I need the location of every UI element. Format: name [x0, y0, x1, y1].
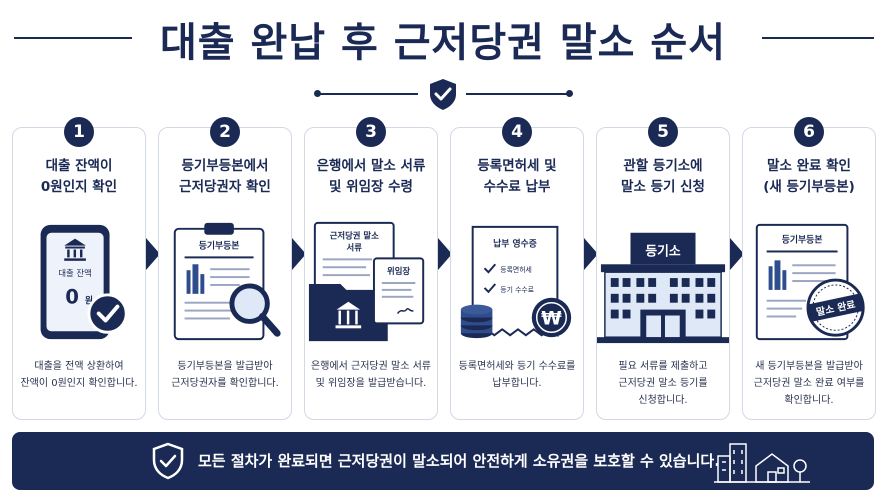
- step-title-line: 대출 잔액이: [45, 158, 113, 174]
- step-number: 6: [794, 117, 824, 147]
- divider-right: [466, 93, 568, 95]
- step-desc-line: 신청합니다.: [638, 395, 688, 406]
- balance-value: 0: [65, 286, 79, 309]
- step-number: 5: [648, 117, 678, 147]
- stamp-icon: 말소 완료: [806, 278, 865, 337]
- step-title-line: 말소 등기 신청: [621, 179, 705, 195]
- step-description: 새 등기부등본을 발급받아 근저당권 말소 완료 여부를 확인합니다.: [743, 358, 875, 409]
- step-title-line: 관할 등기소에: [623, 158, 703, 174]
- step-number: 1: [64, 117, 94, 147]
- step-card-2: 2 등기부등본에서 근저당권자 확인 등기부등본 등기부등본을 발급받아 근저당…: [158, 117, 292, 420]
- check-badge-icon: [87, 293, 128, 334]
- step-title: 관할 등기소에 말소 등기 신청: [597, 156, 729, 198]
- step-title-line: 은행에서 말소 서류: [316, 158, 426, 174]
- arrow-right-icon: [292, 238, 306, 270]
- step-desc-line: 근저당권 말소 완료 여부를: [753, 378, 865, 389]
- step-card-3: 3 은행에서 말소 서류 및 위임장 수령 근저당권 말소 서류 위임장: [304, 117, 438, 420]
- shield-check-icon: [152, 442, 184, 480]
- attorney-label: 위임장: [387, 266, 410, 276]
- page-title: 대출 완납 후 근저당권 말소 순서: [159, 20, 727, 66]
- balance-unit: 원: [85, 295, 93, 307]
- phone-balance-illustration: 대출 잔액 0 원: [40, 224, 128, 340]
- magnifier-icon: [229, 283, 281, 337]
- step-title-line: 말소 완료 확인: [767, 158, 851, 174]
- step-title-line: 근저당권자 확인: [179, 179, 271, 195]
- divider-left: [318, 93, 418, 95]
- folder-icon: [308, 283, 388, 342]
- step-card-5: 5 관할 등기소에 말소 등기 신청 등기소: [596, 117, 730, 420]
- step-desc-line: 대출을 전액 상환하여: [34, 361, 124, 372]
- city-house-icon: [714, 443, 810, 483]
- footer-message: 모든 절차가 완료되면 근저당권이 말소되어 안전하게 소유권을 보호할 수 있…: [198, 452, 720, 470]
- step-number: 4: [502, 117, 532, 147]
- receipt-item-1: 등록면허세: [500, 265, 532, 274]
- step-desc-line: 등기부등본을 발급받아: [177, 361, 273, 372]
- step-title: 등기부등본에서 근저당권자 확인: [159, 156, 291, 198]
- step-desc-line: 잔액이 0원인지 확인합니다.: [20, 378, 138, 389]
- new-registry-label: 등기부등본: [782, 234, 823, 246]
- title-row: 대출 완납 후 근저당권 말소 순서: [0, 0, 886, 80]
- balance-label: 대출 잔액: [58, 268, 91, 278]
- step-title-line: 등기부등본에서: [181, 158, 269, 174]
- bank-documents-illustration: 근저당권 말소 서류 위임장: [308, 221, 425, 342]
- step-card-1: 1 대출 잔액이 0원인지 확인 대출 잔액 0 원 대출을 전액 상환하여 잔…: [12, 117, 146, 420]
- step-number: 2: [210, 117, 240, 147]
- step-desc-line: 필요 서류를 제출하고: [618, 361, 708, 372]
- arrow-right-icon: [146, 238, 160, 270]
- title-rule-left: [14, 37, 132, 39]
- divider-dot-right: [566, 90, 573, 97]
- svg-text:₩: ₩: [541, 308, 562, 329]
- step-description: 등록면허세와 등기 수수료를 납부합니다.: [451, 358, 583, 392]
- step-description: 등기부등본을 발급받아 근저당권자를 확인합니다.: [159, 358, 291, 392]
- step-desc-line: 근저당권 말소 등기를: [618, 378, 708, 389]
- doc-title-line2: 서류: [347, 242, 363, 252]
- coins-icon: [460, 304, 493, 339]
- step-desc-line: 새 등기부등본을 발급받아: [755, 361, 863, 372]
- title-rule-right: [762, 37, 874, 39]
- registry-sign: 등기소: [645, 244, 681, 259]
- tax-receipt-illustration: 납부 영수증 등록면허세 등기 수수료 ₩: [460, 225, 572, 339]
- bank-icon: [64, 238, 86, 261]
- step-description: 대출을 전액 상환하여 잔액이 0원인지 확인합니다.: [13, 358, 145, 392]
- footer-banner: 모든 절차가 완료되면 근저당권이 말소되어 안전하게 소유권을 보호할 수 있…: [12, 432, 874, 490]
- step-desc-line: 및 위임장을 발급받습니다.: [315, 378, 427, 389]
- receipt-title: 납부 영수증: [493, 238, 537, 250]
- won-coin-icon: ₩: [531, 297, 572, 338]
- step-number: 3: [356, 117, 386, 147]
- step-card-4: 4 등록면허세 및 수수료 납부 납부 영수증 등록면허세 등기 수수료 ₩: [450, 117, 584, 420]
- step-description: 은행에서 근저당권 말소 서류 및 위임장을 발급받습니다.: [305, 358, 437, 392]
- receipt-item-2: 등기 수수료: [500, 285, 534, 294]
- power-of-attorney-icon: 위임장: [372, 257, 425, 325]
- step-title-line: 등록면허세 및: [477, 158, 557, 174]
- step-desc-line: 근저당권자를 확인합니다.: [171, 378, 279, 389]
- shield-check-icon: [430, 79, 456, 110]
- step-desc-line: 납부합니다.: [492, 378, 542, 389]
- step-title-line: (새 등기부등본): [763, 179, 855, 195]
- step-title-line: 및 위임장 수령: [329, 179, 413, 195]
- registry-search-illustration: 등기부등본: [173, 222, 281, 341]
- divider-dot-left: [314, 90, 321, 97]
- step-card-6: 6 말소 완료 확인 (새 등기부등본) 등기부등본 말소 완료: [742, 117, 876, 420]
- step-title-line: 0원인지 확인: [40, 179, 118, 195]
- registry-building-icon: 등기소: [597, 232, 729, 344]
- registry-label: 등기부등본: [199, 240, 240, 252]
- doc-title-line1: 근저당권 말소: [330, 231, 379, 241]
- step-title: 은행에서 말소 서류 및 위임장 수령: [305, 156, 437, 198]
- step-desc-line: 확인합니다.: [784, 395, 834, 406]
- step-title: 말소 완료 확인 (새 등기부등본): [743, 156, 875, 198]
- step-description: 필요 서류를 제출하고 근저당권 말소 등기를 신청합니다.: [597, 358, 729, 409]
- step-desc-line: 은행에서 근저당권 말소 서류: [311, 361, 431, 372]
- arrow-right-icon: [438, 238, 452, 270]
- step-title: 대출 잔액이 0원인지 확인: [13, 156, 145, 198]
- step-desc-line: 등록면허세와 등기 수수료를: [458, 361, 576, 372]
- step-title: 등록면허세 및 수수료 납부: [451, 156, 583, 198]
- registry-office-illustration: 등기소: [597, 232, 729, 344]
- step-title-line: 수수료 납부: [483, 179, 551, 195]
- arrow-right-icon: [730, 238, 744, 270]
- cancellation-confirm-illustration: 등기부등본 말소 완료: [755, 223, 865, 341]
- bank-icon: [335, 301, 362, 329]
- arrow-right-icon: [584, 238, 598, 270]
